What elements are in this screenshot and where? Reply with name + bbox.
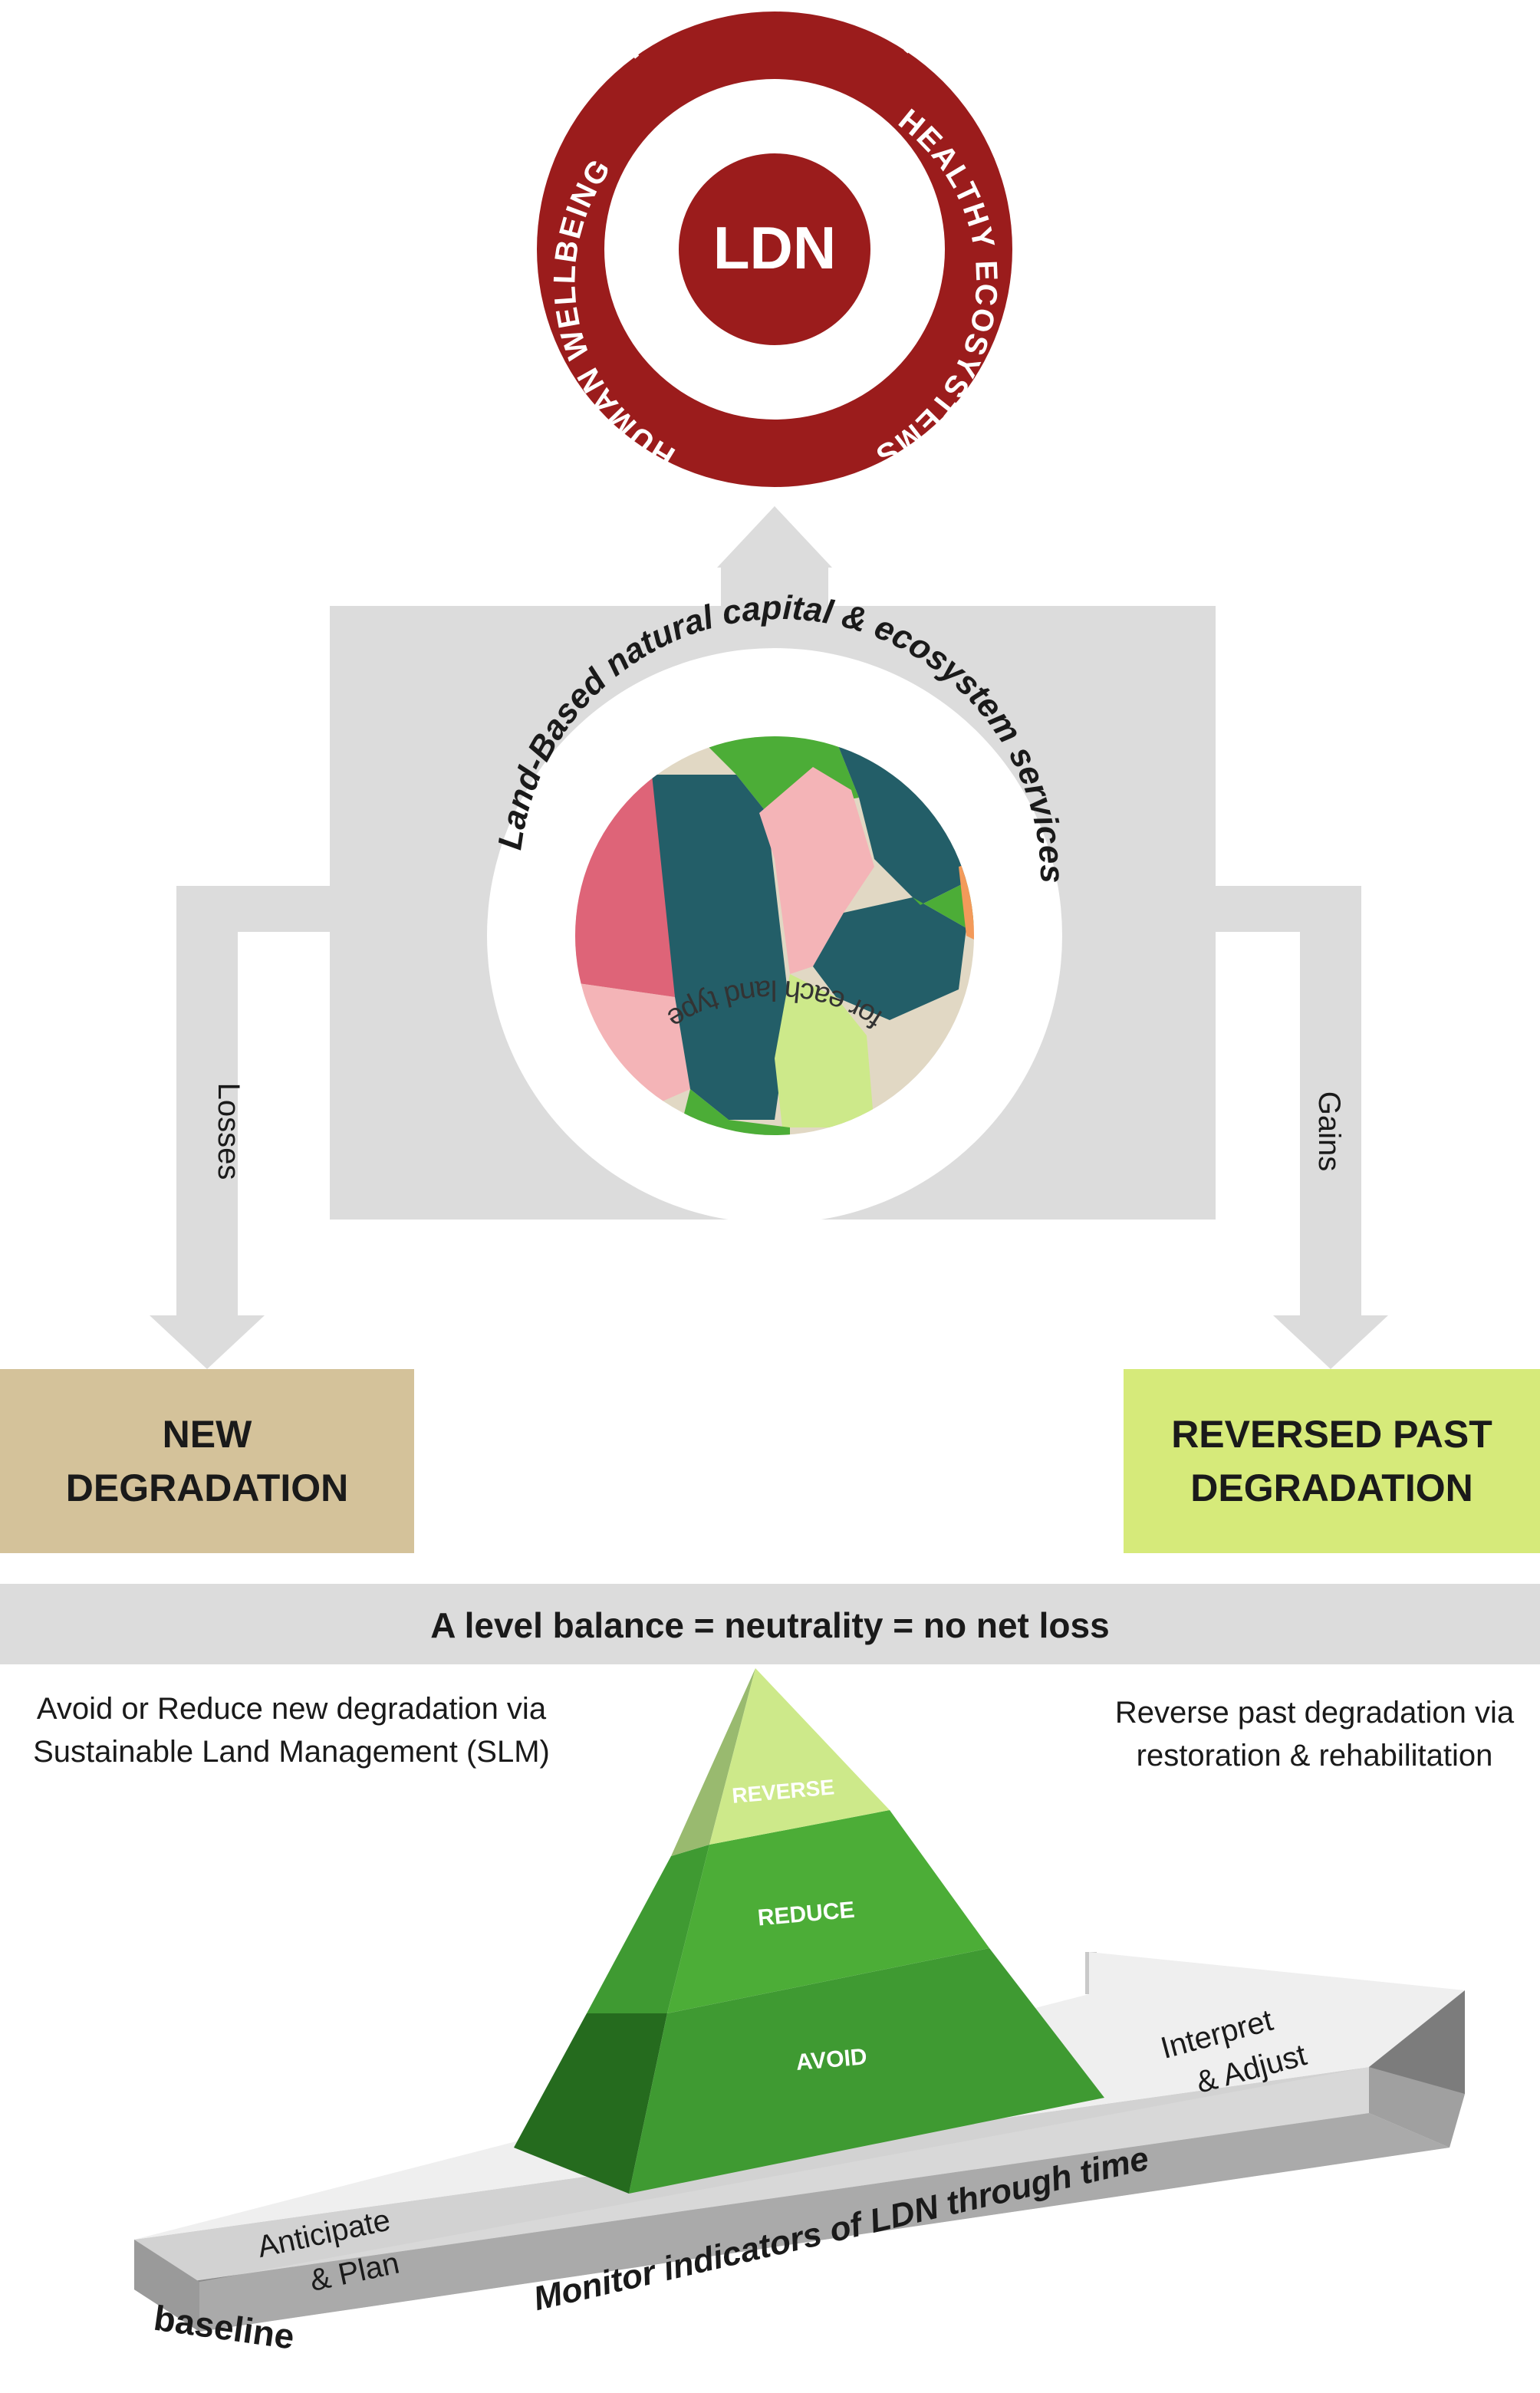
ldn-label: LDN bbox=[713, 214, 836, 281]
up-arrow-head bbox=[717, 506, 832, 568]
reversed-line2: DEGRADATION bbox=[1190, 1466, 1473, 1509]
land-type-map bbox=[575, 736, 974, 1135]
slm-caption-line1: Avoid or Reduce new degradation via bbox=[36, 1692, 547, 1726]
slm-caption: Avoid or Reduce new degradation via Sust… bbox=[0, 1687, 583, 1773]
new-degradation-line1: NEW bbox=[162, 1413, 252, 1456]
new-degradation-box: NEW DEGRADATION bbox=[0, 1369, 414, 1553]
pyramid-reverse-left bbox=[671, 1668, 755, 1856]
balance-label: A level balance = neutrality = no net lo… bbox=[430, 1605, 1109, 1645]
pyramid-reverse-front bbox=[709, 1668, 890, 1845]
slm-caption-line2: Sustainable Land Management (SLM) bbox=[33, 1735, 550, 1769]
ldn-target: LDN FOOD SECURITY HEALTHY ECOSYSTEMS HUM… bbox=[537, 0, 1012, 487]
reversed-line1: REVERSED PAST bbox=[1171, 1413, 1492, 1456]
balance-bar bbox=[0, 1584, 1540, 1664]
new-degradation-line2: DEGRADATION bbox=[65, 1466, 349, 1509]
pyramid-avoid-label: AVOID bbox=[795, 2044, 868, 2075]
losses-label: Losses bbox=[212, 1083, 245, 1180]
pyramid-reduce-left bbox=[587, 1845, 709, 2013]
pyramid-reduce-front bbox=[667, 1810, 989, 2013]
ldn-core bbox=[679, 153, 870, 345]
restoration-caption-line1: Reverse past degradation via bbox=[1114, 1696, 1515, 1730]
restoration-caption-line2: restoration & rehabilitation bbox=[1136, 1739, 1493, 1773]
pyramid-avoid-front bbox=[629, 1948, 1104, 2194]
new-degradation-box-bg bbox=[0, 1369, 414, 1553]
gains-label: Gains bbox=[1312, 1091, 1346, 1172]
reversed-past-degradation-box: REVERSED PAST DEGRADATION bbox=[1124, 1369, 1540, 1553]
reversed-box-bg bbox=[1124, 1369, 1540, 1553]
slm-pyramid: REVERSE REDUCE AVOID bbox=[514, 1668, 1104, 2194]
restoration-caption: Reverse past degradation via restoration… bbox=[1089, 1691, 1540, 1777]
pyramid-avoid-left bbox=[514, 2013, 667, 2194]
